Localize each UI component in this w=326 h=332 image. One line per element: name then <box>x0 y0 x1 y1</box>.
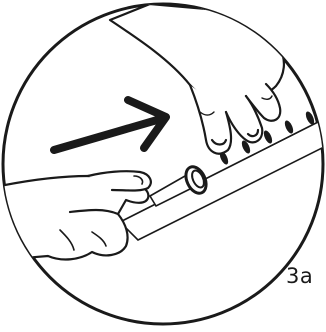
step-label: 3a <box>286 266 313 287</box>
